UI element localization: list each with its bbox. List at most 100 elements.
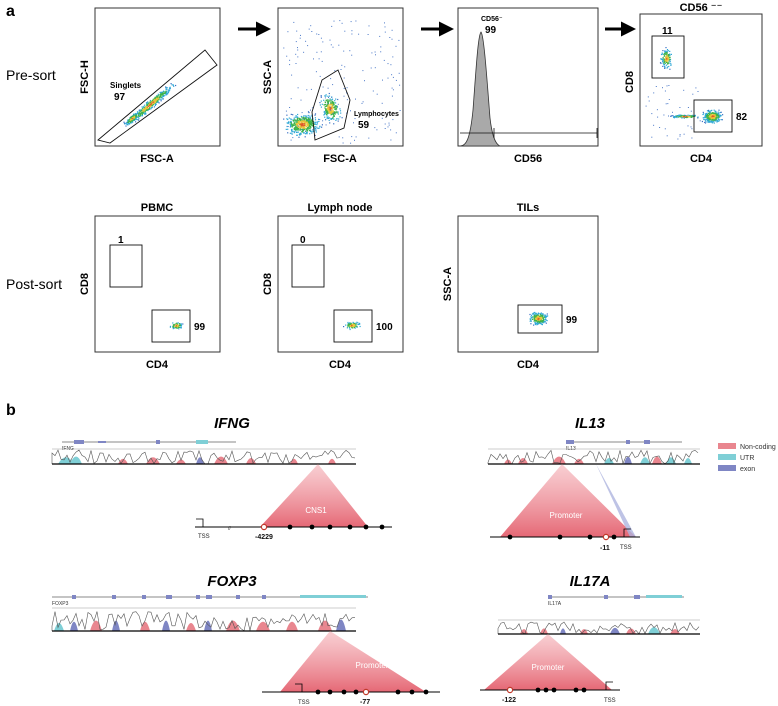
scatter-point	[325, 108, 327, 110]
scatter-point	[682, 115, 685, 117]
scatter-point	[329, 117, 331, 119]
scatter-point	[333, 106, 335, 108]
scatter-point	[663, 64, 666, 66]
scatter-point	[309, 121, 311, 123]
scatter-point	[694, 115, 696, 117]
cpg-site	[581, 687, 587, 693]
scatter-point	[142, 111, 144, 113]
scatter-point	[538, 312, 540, 314]
gate-value-cd4: 82	[736, 112, 748, 123]
scatter-point	[664, 60, 666, 62]
scatter-point	[285, 110, 287, 112]
scatter-point	[351, 30, 353, 32]
scatter-point	[327, 95, 329, 97]
scatter-point	[536, 313, 538, 315]
scatter-point	[703, 117, 705, 119]
scatter-point	[356, 326, 358, 328]
scatter-point	[314, 122, 316, 124]
scatter-point	[679, 115, 681, 117]
scatter-point	[334, 108, 336, 110]
scatter-point	[666, 53, 668, 55]
scatter-point	[327, 107, 329, 109]
scatter-point	[178, 326, 181, 328]
scatter-point	[531, 318, 534, 320]
exon-mark	[142, 595, 146, 599]
scatter-point	[301, 123, 303, 125]
scatter-point	[331, 105, 333, 107]
scatter-point	[535, 315, 537, 317]
plot-frame	[277, 215, 404, 353]
scatter-point	[717, 115, 719, 117]
scatter-point	[359, 323, 361, 325]
scatter-point	[302, 118, 304, 120]
scatter-point	[150, 105, 152, 107]
conservation-profile	[497, 621, 700, 635]
cpg-site	[543, 687, 549, 693]
scatter-point	[534, 322, 536, 324]
scatter-point	[391, 38, 393, 40]
scatter-point	[163, 94, 165, 97]
scatter-point	[298, 117, 300, 119]
scatter-point	[297, 122, 299, 124]
scatter-point	[173, 324, 175, 326]
scatter-point	[300, 118, 302, 120]
gate-cd4	[151, 309, 191, 343]
scatter-point	[333, 111, 335, 113]
scatter-point	[158, 94, 160, 96]
scatter-point	[711, 112, 713, 114]
scatter-point	[536, 314, 538, 316]
scatter-point	[301, 122, 303, 124]
scatter-point	[295, 130, 297, 132]
scatter-point	[150, 104, 152, 106]
scatter-point	[162, 90, 164, 93]
scatter-point	[336, 105, 338, 107]
panel-a-letter: a	[6, 3, 15, 20]
scatter-point	[327, 110, 329, 112]
scatter-point	[319, 75, 321, 77]
scatter-point	[145, 108, 147, 110]
scatter-point	[321, 124, 323, 126]
scatter-point	[130, 117, 132, 120]
scatter-point	[294, 118, 296, 120]
scatter-point	[330, 44, 332, 46]
scatter-point	[149, 102, 152, 104]
scatter-point	[334, 107, 336, 109]
scatter-point	[665, 60, 667, 62]
scatter-point	[177, 324, 179, 327]
scatter-point	[297, 113, 299, 116]
scatter-point	[143, 106, 145, 108]
scatter-point	[131, 116, 134, 118]
scatter-point	[333, 112, 335, 114]
scatter-point	[302, 129, 304, 131]
scatter-point	[160, 96, 162, 99]
x-axis-label: CD56	[514, 153, 542, 165]
scatter-point	[530, 319, 532, 321]
scatter-point	[715, 114, 717, 116]
scatter-point	[295, 128, 297, 130]
scatter-point	[374, 67, 376, 69]
conserved-region	[146, 457, 160, 464]
scatter-point	[708, 118, 710, 120]
scatter-point	[157, 93, 159, 95]
scatter-point	[127, 119, 129, 121]
conserved-region	[70, 621, 78, 631]
scatter-point	[147, 107, 149, 110]
scatter-points	[169, 322, 184, 330]
scatter-point	[657, 116, 659, 118]
scatter-point	[659, 127, 661, 128]
scatter-point	[353, 325, 355, 327]
scatter-point	[152, 98, 154, 100]
scatter-point	[291, 74, 293, 76]
scatter-point	[305, 125, 307, 127]
scatter-point	[299, 37, 301, 39]
scatter-point	[137, 116, 140, 118]
scatter-point	[711, 122, 714, 124]
scatter-point	[167, 89, 169, 91]
scatter-point	[311, 120, 313, 123]
scatter-point	[179, 324, 181, 326]
scatter-point	[327, 109, 329, 111]
scatter-point	[330, 78, 332, 80]
scatter-point	[682, 117, 684, 119]
scatter-point	[705, 113, 707, 115]
scatter-point	[390, 129, 392, 131]
